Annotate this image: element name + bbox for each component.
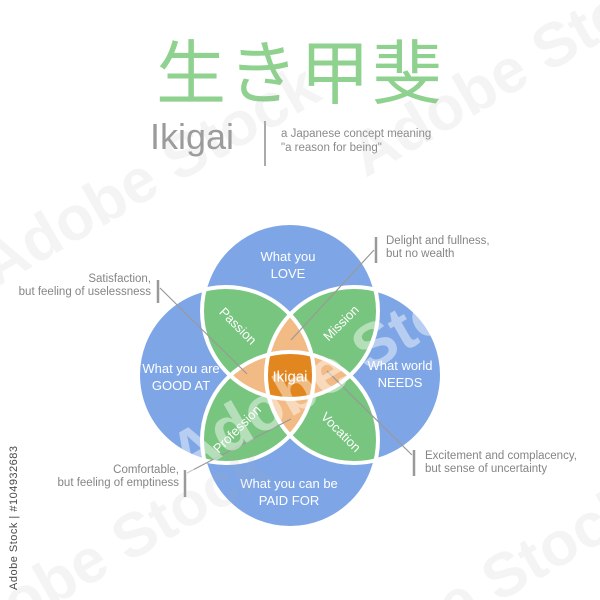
circle-label-love: What you LOVE bbox=[261, 249, 316, 283]
watermark-credit-vertical: Adobe Stock | #104932683 bbox=[8, 445, 20, 590]
ikigai-description: a Japanese concept meaning "a reason for… bbox=[281, 127, 431, 155]
circle-label-paid-line1: What you can be bbox=[240, 476, 338, 492]
center-label-ikigai: Ikigai bbox=[272, 368, 308, 386]
venn-white-outlines bbox=[136, 221, 444, 530]
leader-line-satisfaction bbox=[159, 287, 248, 375]
circle-label-paid-line2: PAID FOR bbox=[258, 493, 320, 508]
annotation-excitement-line1: Excitement and complacency, bbox=[425, 450, 577, 462]
description-line-1: a Japanese concept meaning bbox=[281, 128, 432, 140]
circle-label-needs: What world NEEDS bbox=[367, 358, 432, 392]
circle-label-goodat-line2: GOOD AT bbox=[151, 378, 211, 393]
annotation-leader-lines bbox=[159, 249, 413, 474]
leader-line-excitement bbox=[326, 370, 413, 456]
annotation-satisfaction-line2: but feeling of uselessness bbox=[18, 285, 151, 298]
leader-line-delight bbox=[290, 249, 375, 341]
annotation-excitement-line2: but sense of uncertainty bbox=[425, 462, 548, 475]
annotation-satisfaction: Satisfaction, but feeling of uselessness bbox=[19, 273, 151, 298]
circle-label-love-line2: LOVE bbox=[270, 266, 306, 281]
heading-divider bbox=[264, 121, 266, 166]
annotation-tick-marks bbox=[156, 237, 416, 497]
annotation-delight: Delight and fullness, but no wealth bbox=[386, 235, 490, 260]
circle-label-goodat-line1: What you are bbox=[142, 361, 220, 377]
circle-label-good-at: What you are GOOD AT bbox=[142, 361, 219, 395]
annotation-excitement: Excitement and complacency, but sense of… bbox=[425, 450, 577, 475]
annotation-delight-line1: Delight and fullness, bbox=[386, 235, 490, 247]
annotation-comfortable: Comfortable, but feeling of emptiness bbox=[58, 464, 179, 489]
description-line-2: "a reason for being" bbox=[281, 142, 382, 154]
leader-line-comfortable bbox=[186, 418, 292, 474]
annotation-delight-line2: but no wealth bbox=[386, 247, 455, 260]
ikigai-heading: Ikigai bbox=[150, 116, 235, 157]
japanese-title: 生き甲斐 bbox=[156, 35, 444, 113]
annotation-comfortable-line2: but feeling of emptiness bbox=[57, 476, 179, 489]
annotation-satisfaction-line1: Satisfaction, bbox=[88, 273, 151, 285]
circle-label-paid-for: What you can be PAID FOR bbox=[240, 476, 338, 510]
circle-label-love-line1: What you bbox=[260, 249, 316, 265]
annotation-comfortable-line1: Comfortable, bbox=[113, 464, 179, 476]
circle-label-needs-line2: NEEDS bbox=[377, 375, 423, 390]
circle-label-needs-line1: What world bbox=[367, 358, 433, 374]
